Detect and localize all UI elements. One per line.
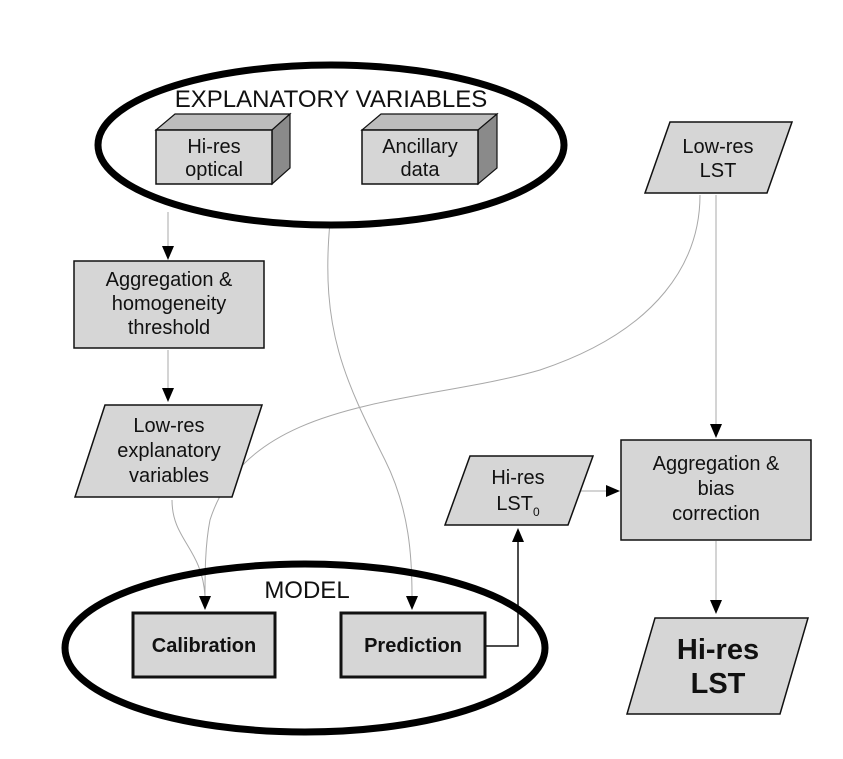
hires-lst0-line2: LST0	[496, 493, 540, 519]
connector-ancillary-to-prediction	[327, 221, 413, 597]
arrowhead-aggregation-bias-left	[606, 485, 620, 497]
lowres-explanatory-line3: variables	[129, 465, 209, 487]
ancillary-data-cube: Ancillary data	[360, 112, 499, 186]
arrowhead-hires-lst0	[512, 528, 524, 542]
model-title: MODEL	[264, 577, 349, 604]
aggregation-bias-line2: bias	[698, 478, 735, 500]
aggregation-bias-line1: Aggregation &	[653, 453, 780, 475]
ancillary-data-line2: data	[401, 159, 441, 181]
aggregation-homogeneity-line2: homogeneity	[112, 293, 227, 315]
calibration-box: Calibration	[131, 611, 277, 679]
arrowhead-output	[710, 600, 722, 614]
prediction-box: Prediction	[339, 611, 487, 679]
connector-prediction-to-hires-lst0	[486, 542, 519, 647]
aggregation-homogeneity-box: Aggregation & homogeneity threshold	[73, 260, 265, 349]
hires-lst-output-node: Hi-res LST	[626, 617, 809, 715]
arrowhead-calibration	[199, 596, 211, 610]
lowres-explanatory-line1: Low-res	[133, 415, 204, 437]
aggregation-homogeneity-line3: threshold	[128, 317, 210, 339]
aggregation-homogeneity-line1: Aggregation &	[106, 269, 233, 291]
connector-lowres-explanatory-to-calibration	[171, 499, 206, 597]
calibration-label: Calibration	[152, 635, 256, 657]
explanatory-variables-ellipse	[94, 61, 568, 229]
hires-lst0-line1: Hi-res	[491, 467, 544, 489]
arrowhead-prediction	[406, 596, 418, 610]
ancillary-data-line1: Ancillary	[382, 136, 458, 158]
explanatory-variables-title: EXPLANATORY VARIABLES	[175, 86, 488, 113]
arrowhead-aggregation-bias-top	[710, 424, 722, 438]
hires-lst0-base: LST	[496, 493, 533, 515]
lowres-lst-line2: LST	[700, 160, 737, 182]
connector-lowres-lst-to-calibration	[204, 194, 701, 597]
hires-lst0-node: Hi-res LST0	[443, 455, 595, 526]
aggregation-bias-box: Aggregation & bias correction	[620, 439, 812, 541]
lowres-lst-line1: Low-res	[682, 136, 753, 158]
model-ellipse	[61, 560, 549, 736]
lowres-lst-node: Low-res LST	[643, 121, 794, 194]
hires-optical-cube: Hi-res optical	[154, 112, 292, 186]
hires-lst-output-line2: LST	[691, 668, 746, 700]
hires-optical-line2: optical	[185, 159, 243, 181]
arrowhead-lowres-explanatory	[162, 388, 174, 402]
lowres-explanatory-line2: explanatory	[117, 440, 220, 462]
hires-optical-line1: Hi-res	[187, 136, 240, 158]
hires-lst-output-line1: Hi-res	[677, 634, 759, 666]
prediction-label: Prediction	[364, 635, 462, 657]
aggregation-bias-line3: correction	[672, 503, 760, 525]
arrowhead-aggregation-homogeneity	[162, 246, 174, 260]
hires-lst0-subscript: 0	[533, 505, 540, 519]
lowres-explanatory-node: Low-res explanatory variables	[73, 404, 264, 498]
